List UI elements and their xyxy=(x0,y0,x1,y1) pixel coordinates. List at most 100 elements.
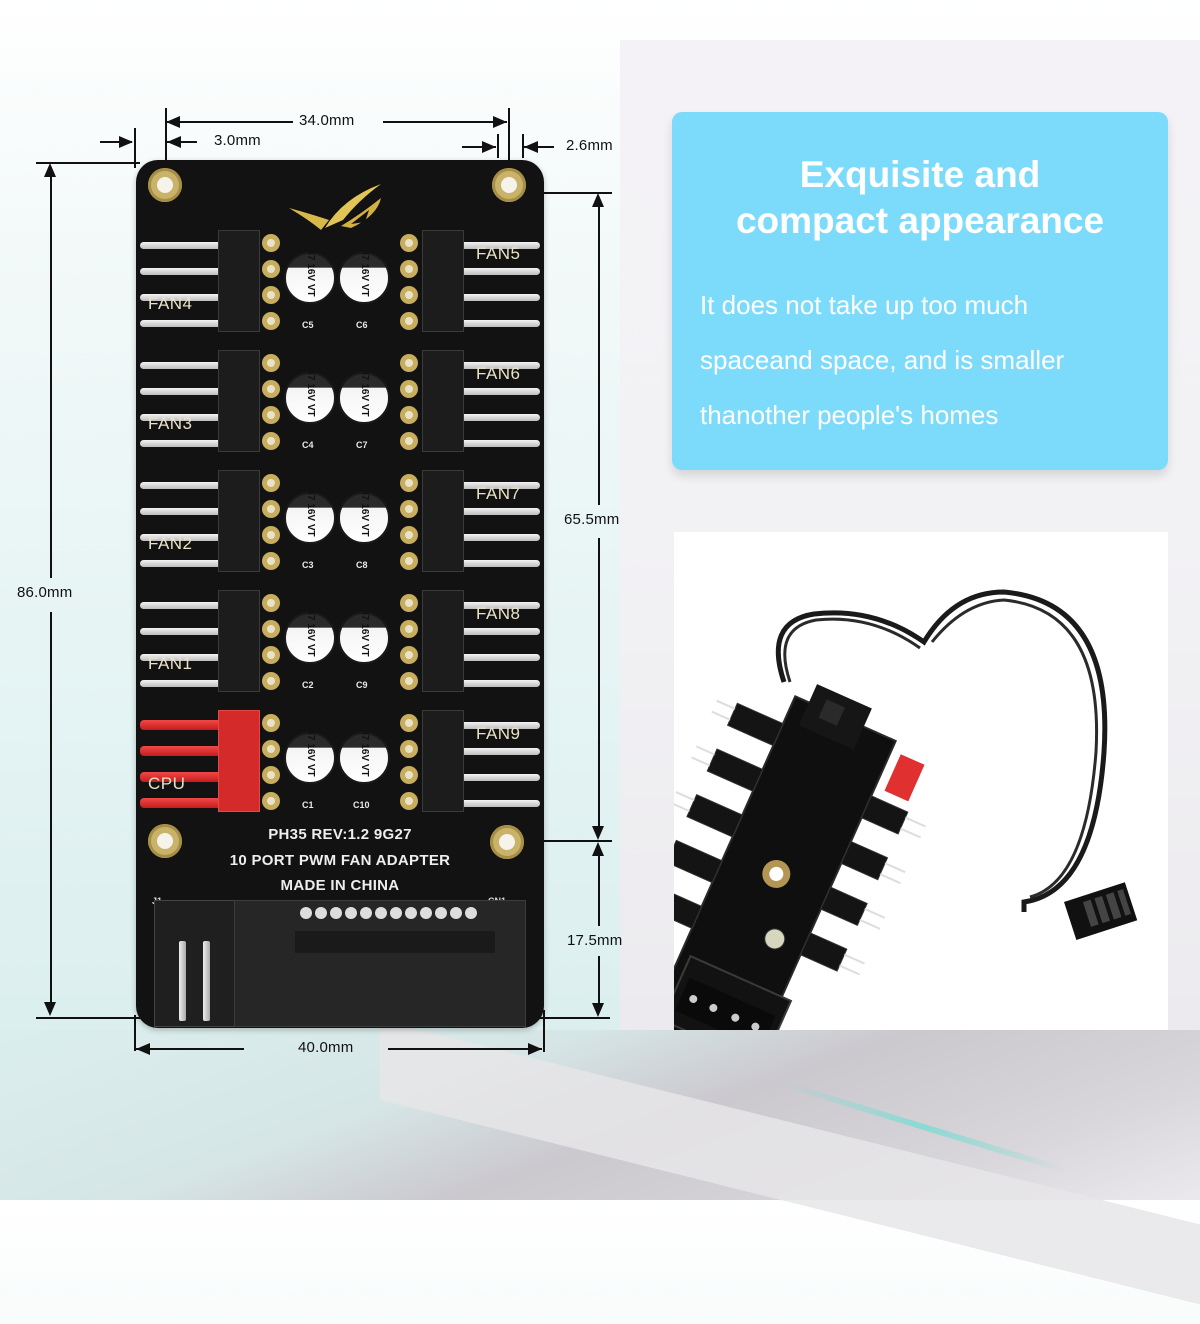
fan-row-3: FAN2 47 16V VT 47 16V VT C3 C8 FAN7 xyxy=(136,462,544,572)
capacitor: 47 16V VT xyxy=(284,729,336,784)
arrow-down-icon xyxy=(44,1002,56,1016)
dim-line xyxy=(598,200,600,505)
capacitor: 47 16V VT xyxy=(338,729,390,784)
fan6-header[interactable] xyxy=(422,350,542,452)
dim-line xyxy=(383,121,507,123)
port-label-fan2: FAN2 xyxy=(148,534,193,553)
dim-top-width: 34.0mm xyxy=(299,112,355,129)
mount-hole xyxy=(492,168,526,202)
arrow-right-icon xyxy=(493,116,507,128)
port-label-fan6: FAN6 xyxy=(476,364,521,383)
dim-bottom-width: 40.0mm xyxy=(298,1039,354,1056)
port-label-fan4: FAN4 xyxy=(148,294,193,313)
dim-line xyxy=(136,1048,244,1050)
arrow-left-icon xyxy=(166,116,180,128)
fan-row-1: FAN4 47 16V VT 47 16V VT C5 C6 FAN5 xyxy=(136,222,544,332)
arrow-left-icon xyxy=(136,1043,150,1055)
capacitor: 47 16V VT xyxy=(338,249,390,304)
fan-row-4: FAN1 47 16V VT 47 16V VT C2 C9 FAN8 xyxy=(136,582,544,692)
arrow-right-icon xyxy=(119,136,133,148)
arrow-right-icon xyxy=(528,1043,542,1055)
mount-hole xyxy=(148,168,182,202)
capacitor: 47 16V VT xyxy=(284,609,336,664)
j1-connector[interactable] xyxy=(154,900,236,1027)
dim-line xyxy=(598,538,600,833)
dim-right-offset: 2.6mm xyxy=(566,137,613,154)
rog-logo-icon xyxy=(289,184,381,230)
feature-description-line1: It does not take up too much xyxy=(700,290,1029,320)
cap-label: C9 xyxy=(356,680,368,690)
capacitor: 47 16V VT xyxy=(284,249,336,304)
dim-tick xyxy=(36,1017,140,1019)
feature-description: It does not take up too much spaceand sp… xyxy=(700,278,1160,443)
fan-adapter-pcb: FAN4 47 16V VT 47 16V VT C5 C6 FAN5 FAN3… xyxy=(136,160,544,1028)
capacitor: 47 16V VT xyxy=(284,489,336,544)
cap-label: C4 xyxy=(302,440,314,450)
arrow-down-icon xyxy=(592,826,604,840)
fan1-header[interactable] xyxy=(138,590,260,692)
dim-left-offset: 3.0mm xyxy=(214,132,261,149)
feature-description-line3: thanother people's homes xyxy=(700,400,999,430)
arrow-down-icon xyxy=(592,1003,604,1017)
product-photo xyxy=(674,532,1168,1030)
port-label-fan8: FAN8 xyxy=(476,604,521,623)
port-label-fan7: FAN7 xyxy=(476,484,521,503)
dim-tick xyxy=(508,108,510,164)
arrow-up-icon xyxy=(592,842,604,856)
dim-line xyxy=(598,850,600,926)
arrow-left-icon xyxy=(167,136,181,148)
feature-description-line2: spaceand space, and is smaller xyxy=(700,345,1065,375)
dim-lower-height: 17.5mm xyxy=(567,932,623,949)
port-label-cpu: CPU xyxy=(148,774,186,793)
dim-line xyxy=(165,121,293,123)
port-label-fan3: FAN3 xyxy=(148,414,193,433)
fan9-header[interactable] xyxy=(422,710,542,812)
fan8-header[interactable] xyxy=(422,590,542,692)
feature-title-line2: compact appearance xyxy=(735,200,1105,241)
capacitor: 47 16V VT xyxy=(338,489,390,544)
fan7-header[interactable] xyxy=(422,470,542,572)
dim-tick xyxy=(134,1015,136,1051)
dim-tick xyxy=(520,1017,610,1019)
pcb-model-text: PH35 REV:1.2 9G27 xyxy=(268,826,412,843)
dim-tick xyxy=(542,192,612,194)
molex-power-connector[interactable] xyxy=(234,900,526,1027)
dim-tick xyxy=(36,162,140,164)
cap-label: C6 xyxy=(356,320,368,330)
cap-label: C7 xyxy=(356,440,368,450)
cap-label: C2 xyxy=(302,680,314,690)
dim-line xyxy=(50,612,52,1012)
fan2-header[interactable] xyxy=(138,470,260,572)
dim-line xyxy=(50,170,52,578)
dim-tick xyxy=(497,134,499,158)
capacitor: 47 16V VT xyxy=(338,369,390,424)
pcb-origin-text: MADE IN CHINA xyxy=(280,877,400,894)
dim-tick xyxy=(165,108,167,164)
dim-line xyxy=(598,956,600,1012)
cap-label: C10 xyxy=(353,800,370,810)
dim-line xyxy=(524,146,554,148)
dim-line xyxy=(462,146,496,148)
port-label-fan9: FAN9 xyxy=(476,724,521,743)
arrow-left-icon xyxy=(524,141,538,153)
cap-label: C3 xyxy=(302,560,314,570)
fan3-header[interactable] xyxy=(138,350,260,452)
cap-label: C8 xyxy=(356,560,368,570)
capacitor: 47 16V VT xyxy=(338,609,390,664)
capacitor: 47 16V VT xyxy=(284,369,336,424)
dim-line xyxy=(167,141,197,143)
dim-line xyxy=(388,1048,542,1050)
feature-title-line1: Exquisite and xyxy=(799,154,1041,195)
arrow-right-icon xyxy=(482,141,496,153)
fan4-header[interactable] xyxy=(138,230,260,332)
dim-upper-height: 65.5mm xyxy=(564,511,620,528)
dim-line xyxy=(100,141,132,143)
fan5-header[interactable] xyxy=(422,230,542,332)
pcb-title-text: 10 PORT PWM FAN ADAPTER xyxy=(229,852,451,869)
port-label-fan1: FAN1 xyxy=(148,654,193,673)
cpu-header[interactable] xyxy=(138,710,260,812)
port-label-fan5: FAN5 xyxy=(476,244,521,263)
dim-tick xyxy=(134,128,136,168)
fan-row-5: CPU 47 16V VT 47 16V VT C1 C10 FAN9 xyxy=(136,702,544,812)
feature-title: Exquisite and compact appearance xyxy=(672,152,1168,244)
